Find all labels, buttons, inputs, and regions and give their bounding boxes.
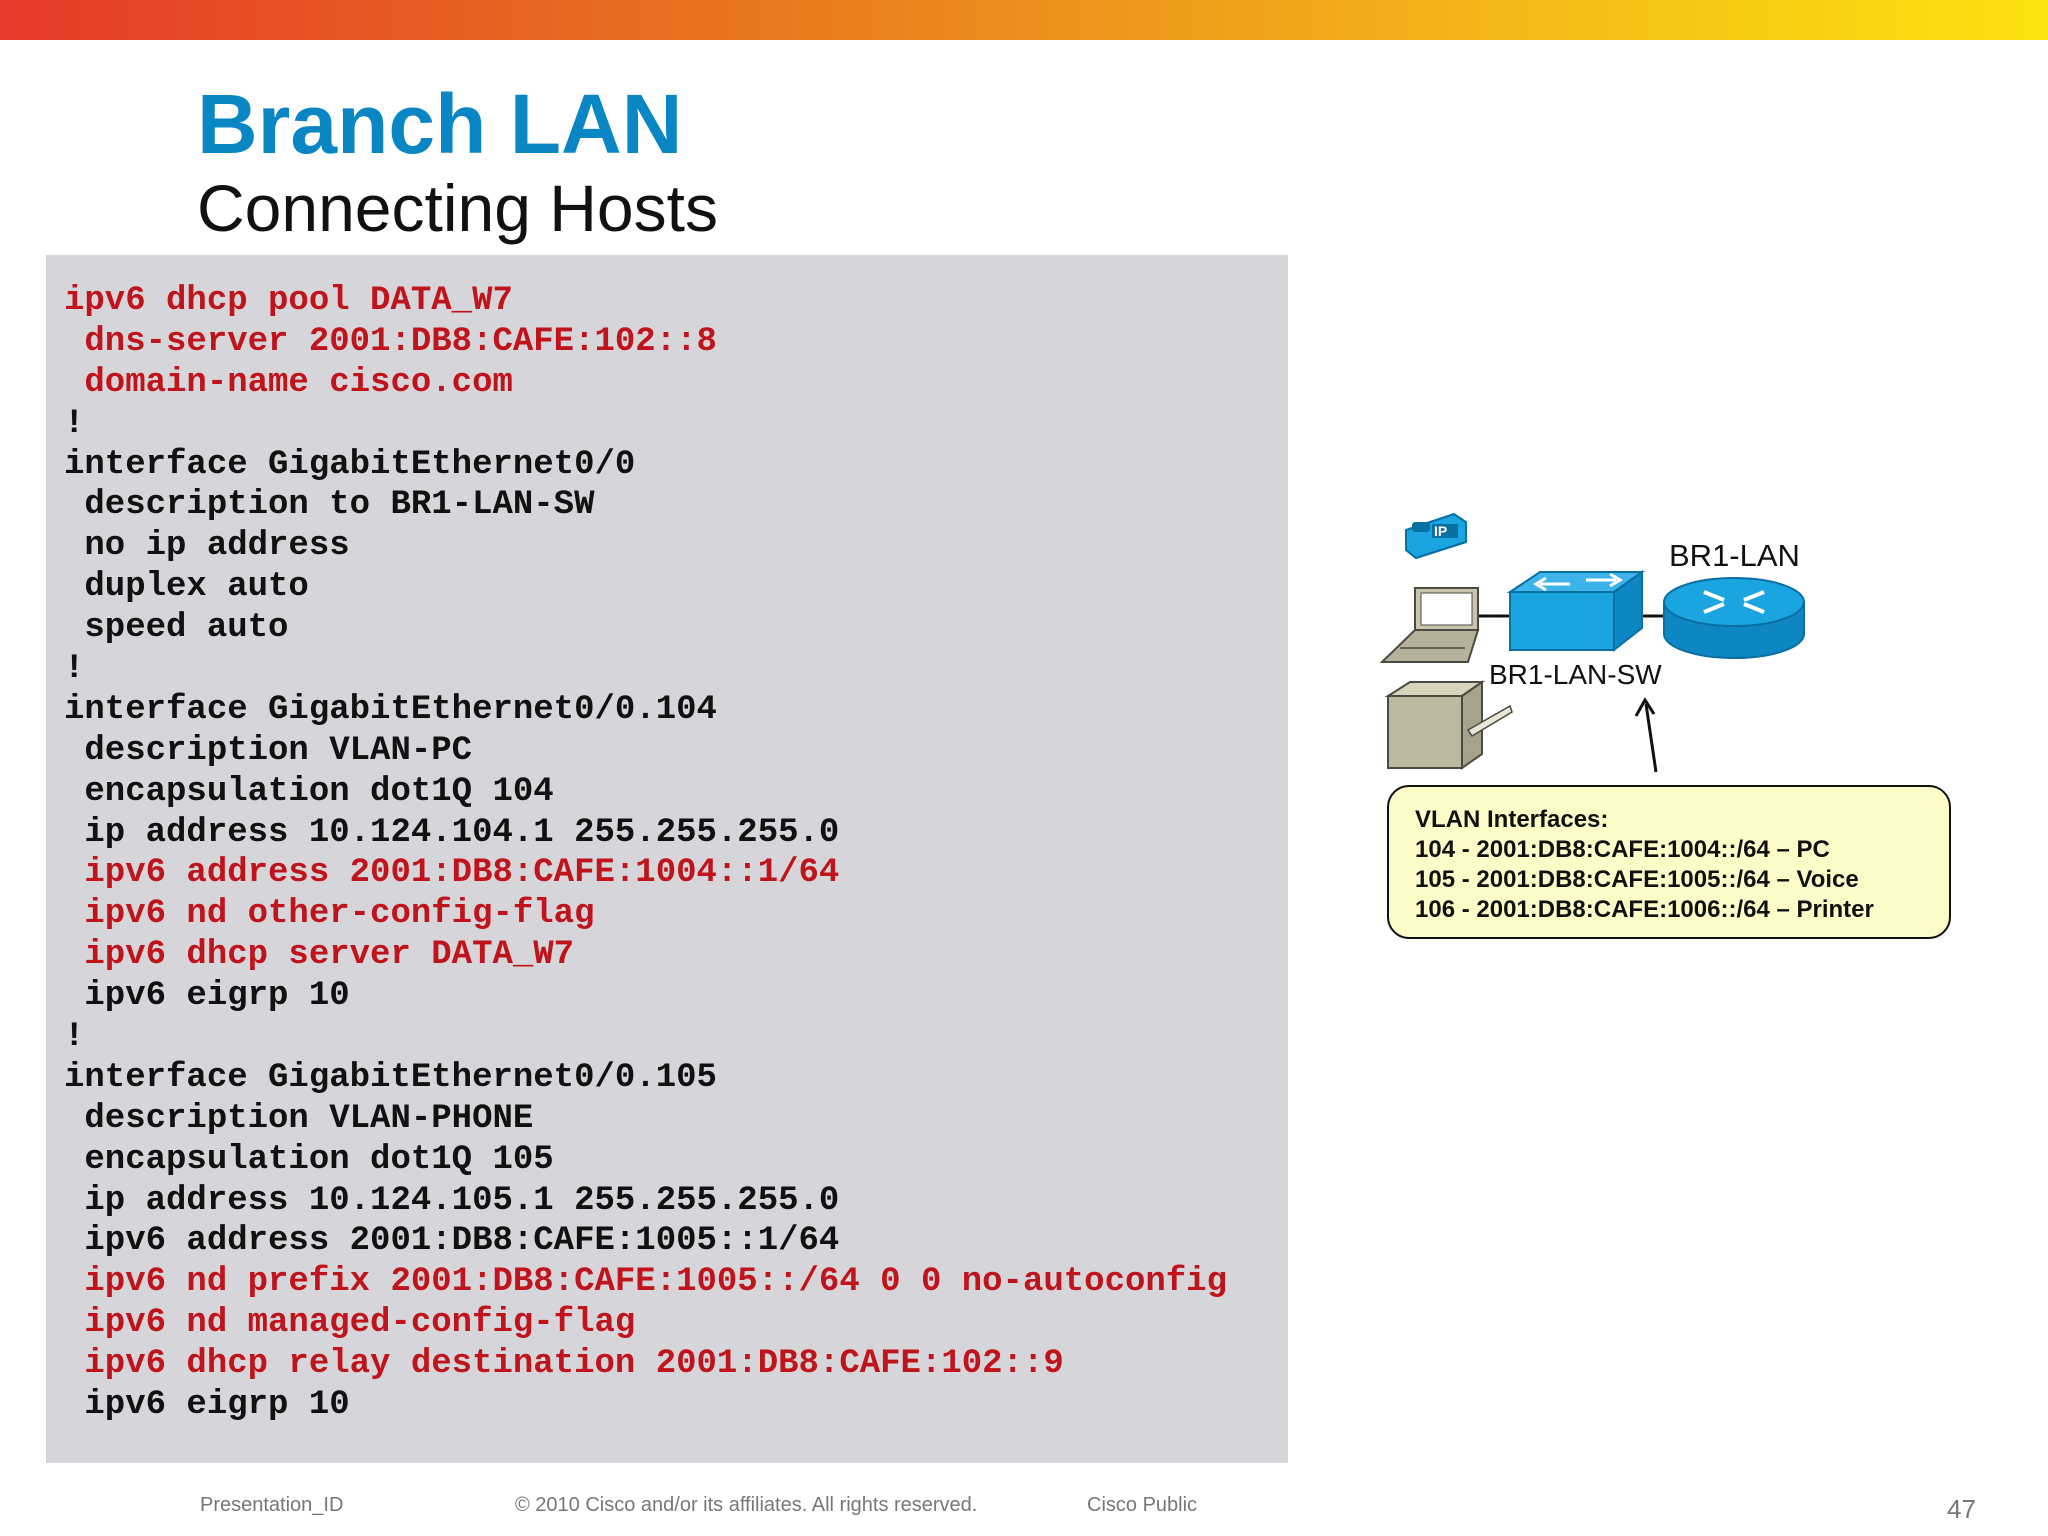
code-line: no ip address: [64, 527, 350, 566]
code-line: description VLAN-PHONE: [64, 1099, 534, 1138]
code-line: !: [64, 650, 85, 689]
code-line: speed auto: [64, 609, 289, 648]
code-line: ipv6 nd prefix 2001:DB8:CAFE:1005::/64 0…: [64, 1263, 1227, 1302]
code-line: ipv6 nd managed-config-flag: [64, 1304, 636, 1343]
page-number: 47: [1947, 1494, 1976, 1524]
router-label: BR1-LAN: [1669, 538, 1800, 573]
code-line: ip address 10.124.104.1 255.255.255.0: [64, 813, 840, 852]
network-diagram: IP: [1379, 512, 1805, 773]
footer-presentation-id: Presentation_ID: [200, 1494, 344, 1516]
code-line: interface GigabitEthernet0/0.104: [64, 690, 717, 729]
printer-icon: [1384, 680, 1513, 770]
switch-label: BR1-LAN-SW: [1489, 659, 1662, 690]
code-line: description to BR1-LAN-SW: [64, 486, 595, 525]
code-line: description VLAN-PC: [64, 731, 473, 770]
code-line: encapsulation dot1Q 105: [64, 1140, 554, 1179]
callout-line-vlan-106: 106 - 2001:DB8:CAFE:1006::/64 – Printer: [1415, 896, 1874, 923]
laptop-icon: [1379, 587, 1480, 663]
footer-classification: Cisco Public: [1087, 1494, 1198, 1516]
code-line: interface GigabitEthernet0/0.105: [64, 1058, 717, 1097]
callout-heading: VLAN Interfaces:: [1415, 806, 1609, 833]
code-line: ipv6 dhcp server DATA_W7: [64, 936, 575, 975]
code-line: ipv6 dhcp relay destination 2001:DB8:CAF…: [64, 1345, 1064, 1384]
code-line: dns-server 2001:DB8:CAFE:102::8: [64, 322, 717, 361]
switch-icon: [1506, 570, 1646, 653]
code-line: duplex auto: [64, 568, 309, 607]
code-line: ip address 10.124.105.1 255.255.255.0: [64, 1181, 840, 1220]
code-line: domain-name cisco.com: [64, 363, 513, 402]
code-line: ipv6 eigrp 10: [64, 1386, 350, 1425]
footer-copyright: © 2010 Cisco and/or its affiliates. All …: [515, 1494, 978, 1516]
router-icon: [1663, 577, 1805, 659]
ip-phone-icon: IP: [1405, 512, 1467, 560]
callout-line-vlan-105: 105 - 2001:DB8:CAFE:1005::/64 – Voice: [1415, 866, 1859, 893]
code-line: ipv6 address 2001:DB8:CAFE:1004::1/64: [64, 854, 840, 893]
code-line: ipv6 address 2001:DB8:CAFE:1005::1/64: [64, 1222, 840, 1261]
code-line: !: [64, 404, 85, 443]
vlan-interfaces-callout: VLAN Interfaces: 104 - 2001:DB8:CAFE:100…: [1387, 785, 1951, 939]
code-line: ipv6 eigrp 10: [64, 977, 350, 1016]
code-line: interface GigabitEthernet0/0: [64, 445, 636, 484]
slide-subtitle: Connecting Hosts: [197, 171, 718, 245]
callout-line-vlan-104: 104 - 2001:DB8:CAFE:1004::/64 – PC: [1415, 836, 1830, 863]
phone-ip-badge: IP: [1434, 523, 1447, 539]
slide-title: Branch LAN: [197, 77, 683, 171]
top-gradient-bar: [0, 0, 2048, 40]
code-line: encapsulation dot1Q 104: [64, 772, 554, 811]
code-line: ipv6 dhcp pool DATA_W7: [64, 282, 513, 320]
config-code-block: ipv6 dhcp pool DATA_W7 dns-server 2001:D…: [64, 281, 1227, 1426]
code-line: ipv6 nd other-config-flag: [64, 895, 595, 934]
callout-arrow: [1634, 697, 1658, 773]
code-line: !: [64, 1018, 85, 1057]
config-code-panel: ipv6 dhcp pool DATA_W7 dns-server 2001:D…: [46, 255, 1288, 1463]
